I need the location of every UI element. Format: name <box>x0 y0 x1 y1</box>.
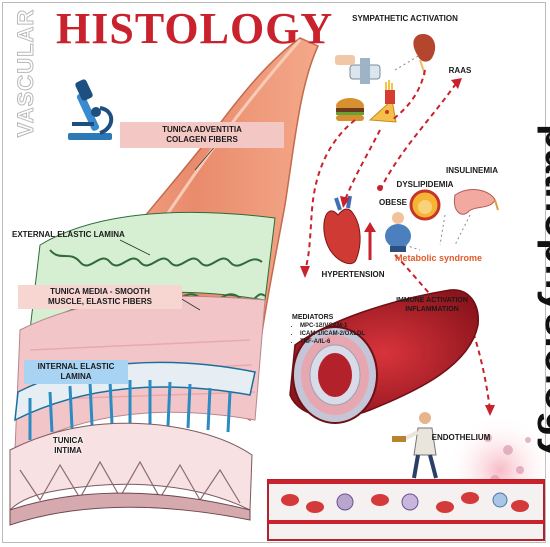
burger-icon <box>336 98 364 121</box>
pizza-icon <box>368 99 397 123</box>
dotted-links <box>394 54 471 251</box>
label-external-elastic-lamina: EXTERNAL ELASTIC LAMINA <box>12 230 125 239</box>
label-endothelium: ENDOTHELIUM <box>431 433 491 442</box>
label-internal-elastic-lamina: INTERNAL ELASTIC LAMINA <box>24 360 128 384</box>
histology-title: HISTOLOGY <box>56 4 334 53</box>
pathophysiology-title: pathophysiology <box>537 124 550 460</box>
label-obese: OBESE <box>378 198 407 207</box>
obese-person-icon <box>385 212 411 252</box>
vascular-title: VASCULAR <box>13 8 39 138</box>
label-insulinemia: INSULINEMIA <box>446 166 498 175</box>
mediators-block: MEDIATORS MPC-1Ƨ/VCAM-1 ICAM-1/ICAM-2/OX… <box>292 313 382 346</box>
fries-icon <box>385 80 395 104</box>
mediator-item: TNF-A/IL-6 <box>300 338 382 346</box>
red-blood-cell-icon <box>281 492 529 513</box>
adipose-cell-icon <box>409 189 441 221</box>
doctor-figure-icon <box>392 412 438 479</box>
heart-icon <box>323 195 376 265</box>
mediator-item: ICAM-1/ICAM-2/OXLDL <box>300 330 382 338</box>
blood-vessel <box>289 289 479 424</box>
pancreas-icon <box>453 189 499 215</box>
kidney-icon <box>413 34 436 76</box>
microscope-icon <box>68 79 114 140</box>
arrow-heads <box>300 78 495 416</box>
image-frame <box>2 2 546 543</box>
bloodstream-strip <box>267 479 545 541</box>
label-raas: RAAS <box>448 66 472 75</box>
label-tunica-adventitia: TUNICA ADVENTITIA COLAGEN FIBERS <box>120 122 284 148</box>
mediator-item: MPC-1Ƨ/VCAM-1 <box>300 322 382 330</box>
label-sympathetic-activation: SYMPATHETIC ACTIVATION <box>352 14 458 23</box>
mediators-list: MPC-1Ƨ/VCAM-1 ICAM-1/ICAM-2/OXLDL TNF-A/… <box>292 322 382 346</box>
label-dyslipidemia: DYSLIPIDEMIA <box>396 180 454 189</box>
label-metabolic-syndrome: Metabolic syndrome <box>395 253 483 263</box>
label-tunica-media: TUNICA MEDIA - SMOOTH MUSCLE, ELASTIC FI… <box>18 285 182 309</box>
label-immune-activation: IMMUNE ACTIVATION INFLAMMATION <box>396 297 468 314</box>
label-hypertension: HYPERTENSION <box>321 270 385 279</box>
label-tunica-intima: TUNICA INTIMA <box>52 436 84 455</box>
syringe-icon <box>335 55 381 84</box>
mediators-title: MEDIATORS <box>292 314 334 321</box>
